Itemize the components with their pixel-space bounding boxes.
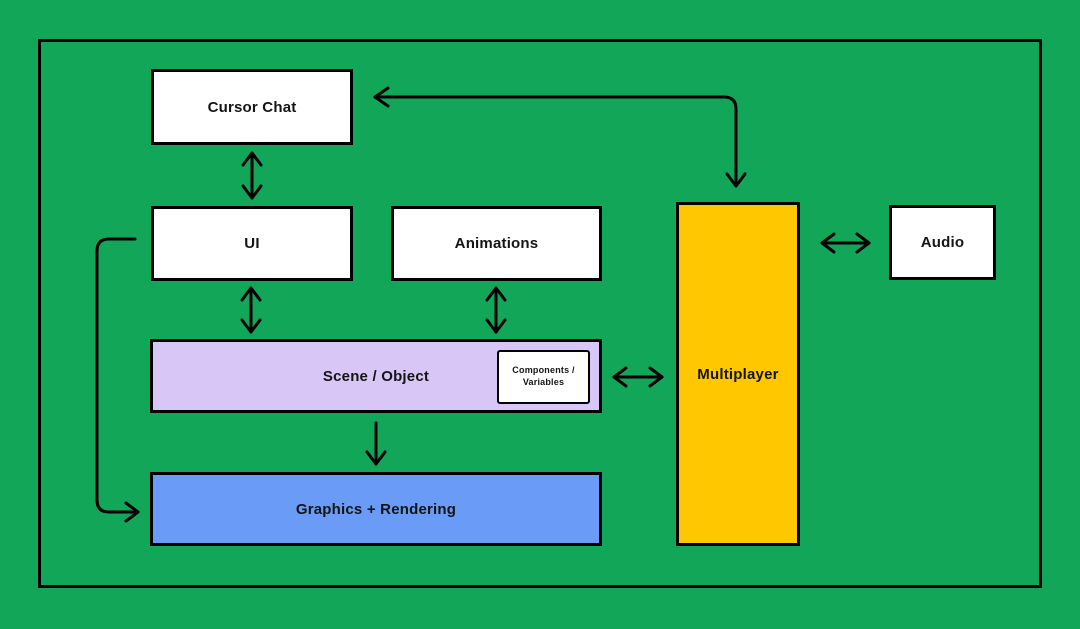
diagram-frame [38, 39, 1042, 588]
node-multiplayer-label: Multiplayer [697, 365, 779, 383]
node-ui-label: UI [244, 235, 260, 252]
node-cursor-chat: Cursor Chat [151, 69, 353, 145]
node-components-variables: Components / Variables [497, 350, 590, 404]
node-audio: Audio [889, 205, 996, 280]
node-scene-object-label: Scene / Object [322, 367, 430, 385]
node-animations: Animations [391, 206, 602, 281]
node-graphics-rendering-label: Graphics + Rendering [295, 500, 457, 518]
node-multiplayer: Multiplayer [676, 202, 800, 546]
node-scene-object: Scene / Object Components / Variables [150, 339, 602, 413]
node-animations-label: Animations [454, 235, 539, 252]
node-cursor-chat-label: Cursor Chat [207, 98, 297, 116]
node-ui: UI [151, 206, 353, 281]
node-audio-label: Audio [920, 234, 965, 251]
node-graphics-rendering: Graphics + Rendering [150, 472, 602, 546]
node-components-variables-label: Components / Variables [512, 365, 575, 387]
